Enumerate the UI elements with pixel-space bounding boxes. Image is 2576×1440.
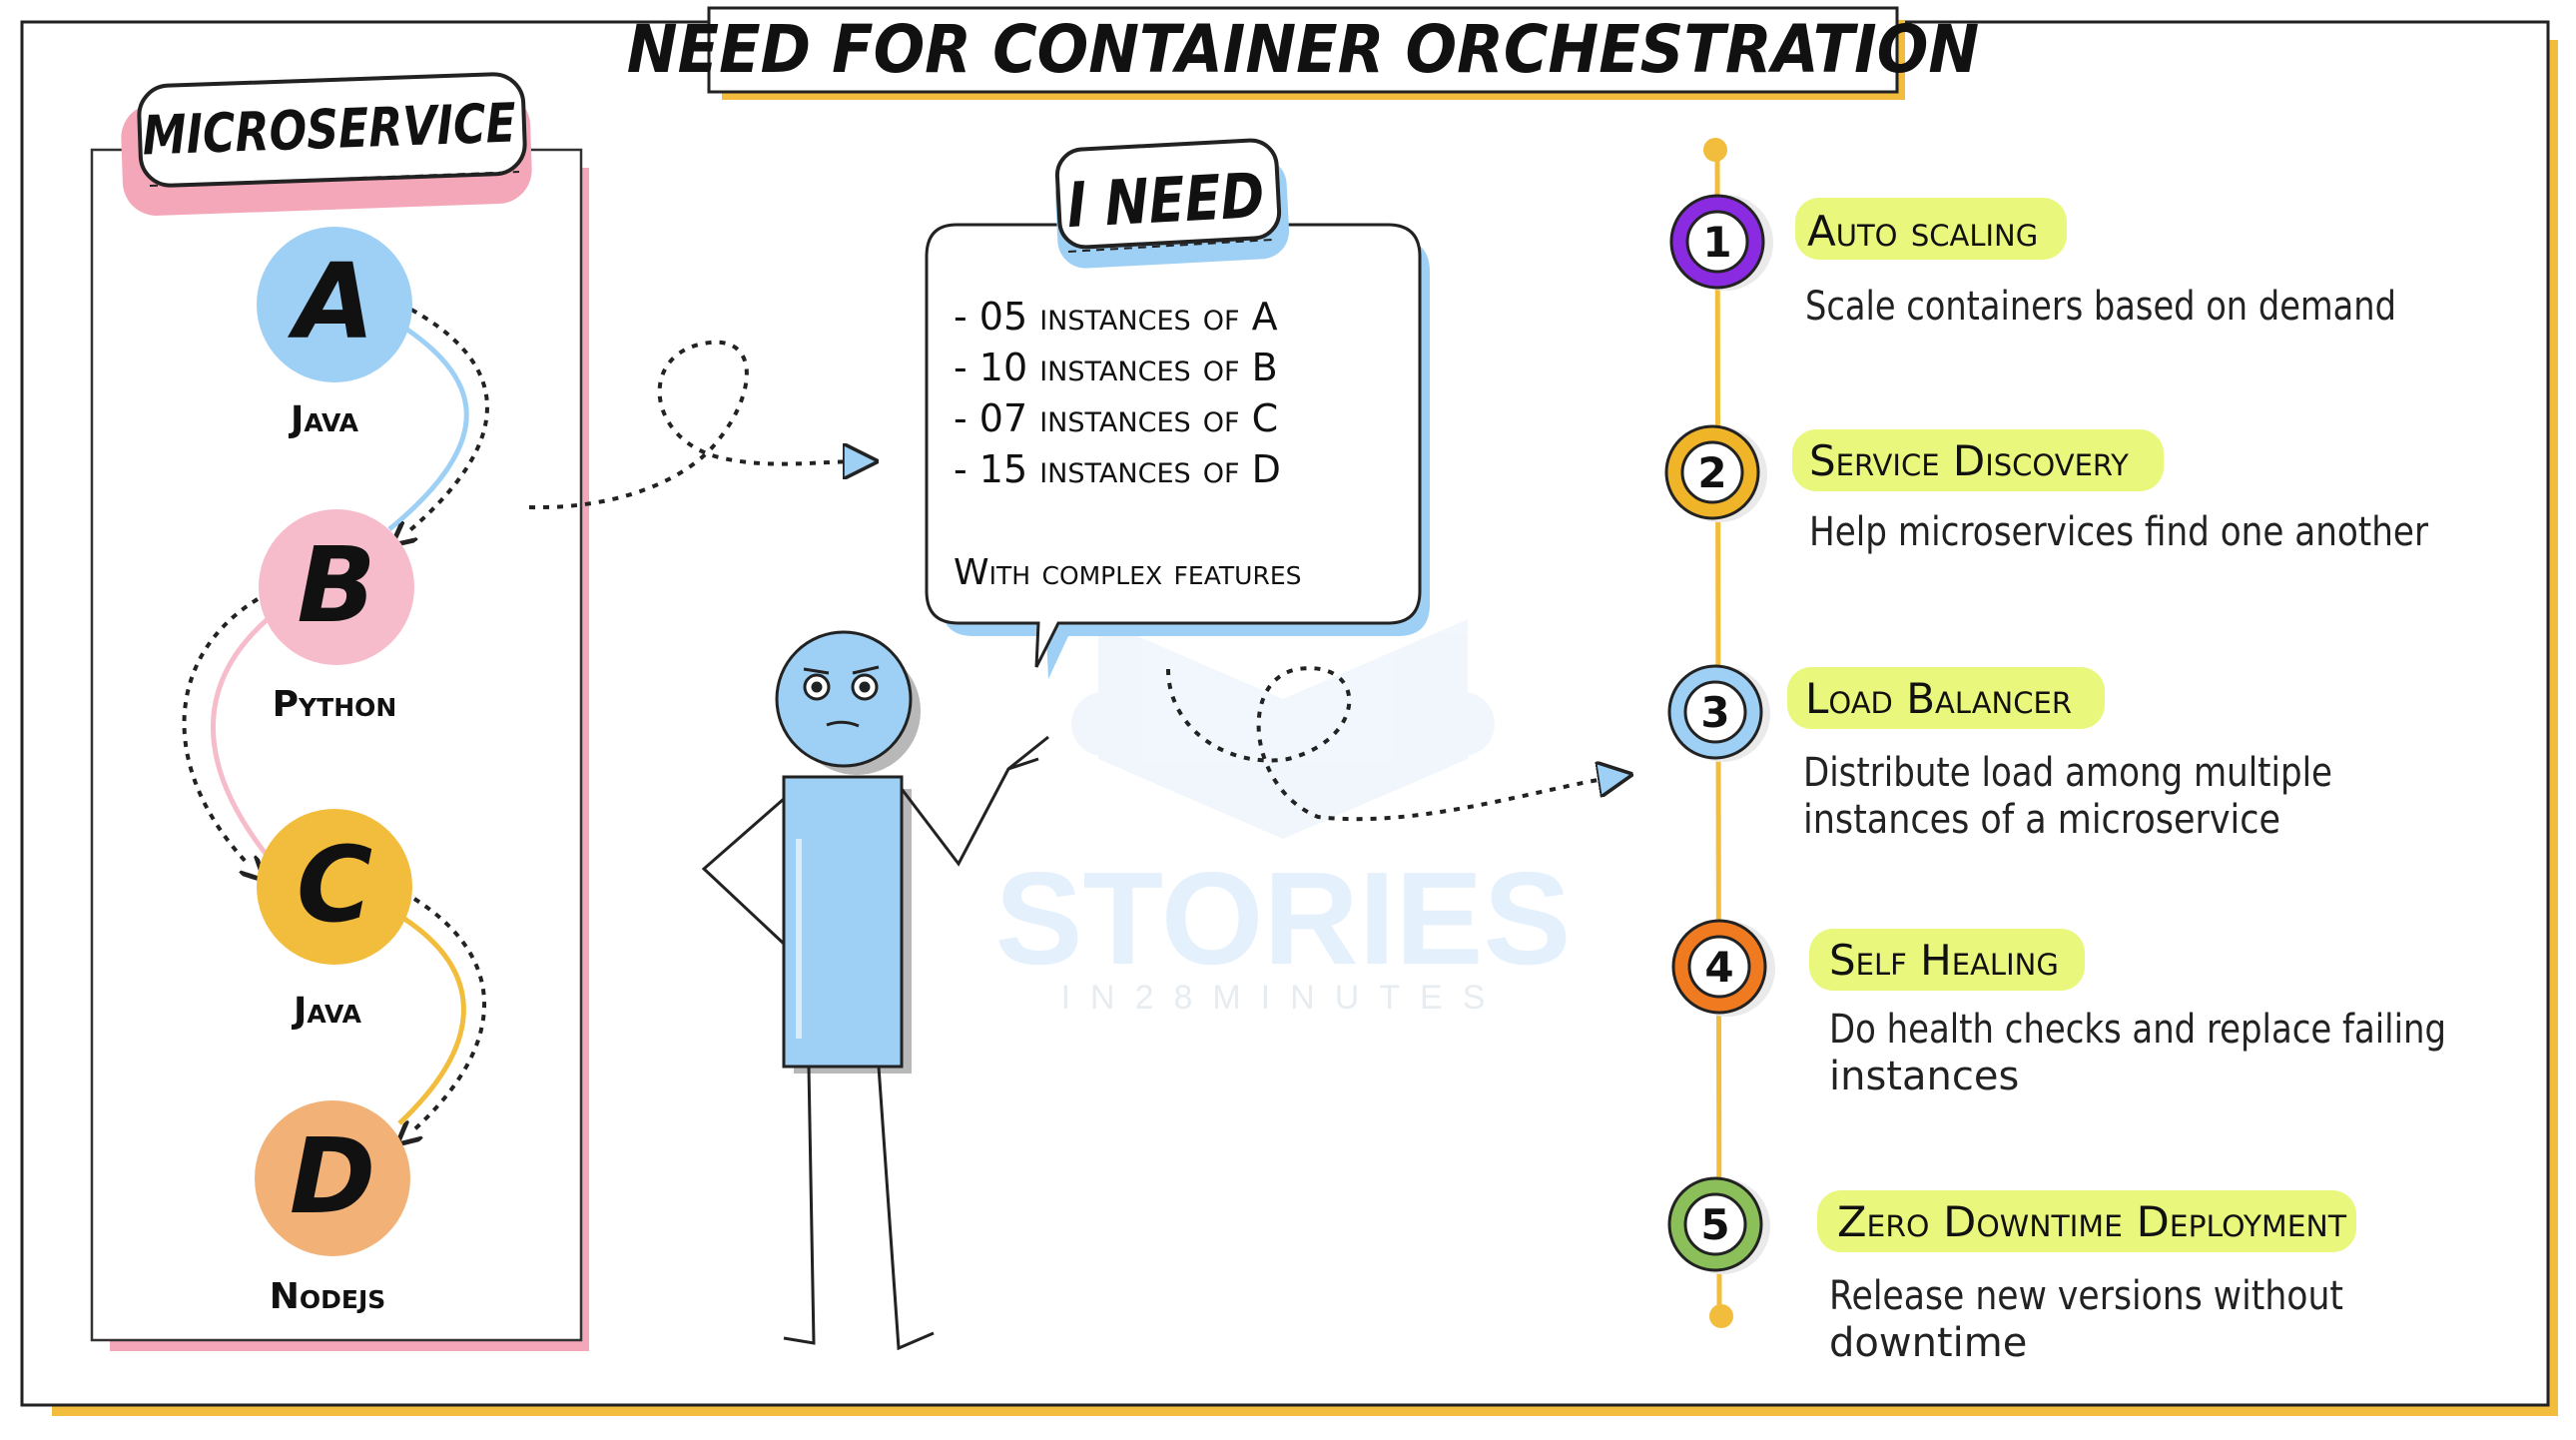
feature-4: 4 Self Healing Do health checks and repl… bbox=[1671, 919, 2446, 1099]
instance-list: - 05 instances of A - 10 instances of B … bbox=[954, 295, 1302, 593]
feature-2-description: Help microservices find one another bbox=[1809, 509, 2428, 555]
microservice-label-text: MICROSERVICE bbox=[141, 91, 517, 167]
service-a: A Java bbox=[257, 227, 412, 440]
feature-3-highlight bbox=[1787, 667, 2105, 729]
feature-4-description-line: instances bbox=[1829, 1054, 2019, 1099]
figure-body bbox=[782, 775, 904, 1069]
service-connectors bbox=[182, 308, 489, 1138]
feature-3: 3 Load Balancer Distribute load among mu… bbox=[1667, 664, 2332, 843]
feature-2-number: 2 bbox=[1697, 448, 1726, 497]
page-title: NEED FOR CONTAINER ORCHESTRATION bbox=[627, 11, 1979, 88]
feature-5-highlight bbox=[1817, 1190, 2356, 1252]
feature-1-number: 1 bbox=[1702, 218, 1731, 267]
service-a-circle bbox=[257, 227, 412, 382]
microservice-label: MICROSERVICE bbox=[121, 72, 532, 216]
service-b-language: Python bbox=[273, 684, 397, 725]
instance-line: - 07 instances of C bbox=[954, 396, 1278, 440]
service-d: D Nodejs bbox=[255, 1100, 410, 1317]
feature-2: 2 Service Discovery Help microservices f… bbox=[1664, 424, 2428, 555]
i-need-label: I NEED bbox=[1054, 138, 1290, 269]
feature-4-highlight bbox=[1809, 929, 2085, 991]
instance-line: - 15 instances of D bbox=[954, 447, 1281, 491]
service-d-circle bbox=[255, 1100, 410, 1256]
title-banner: NEED FOR CONTAINER ORCHESTRATION bbox=[627, 6, 1979, 100]
complex-features-text: With complex features bbox=[954, 552, 1302, 593]
service-d-language: Nodejs bbox=[270, 1276, 386, 1317]
feature-5-description-line: downtime bbox=[1829, 1320, 2027, 1366]
feature-1-description: Scale containers based on demand bbox=[1805, 284, 2396, 330]
loop-arrow-right bbox=[1166, 666, 1615, 822]
feature-1-highlight bbox=[1795, 198, 2067, 260]
feature-2-title: Service Discovery bbox=[1809, 436, 2129, 485]
loop-arrow-left bbox=[528, 340, 861, 510]
feature-3-title: Load Balancer bbox=[1805, 674, 2072, 723]
feature-1: 1 Auto scaling Scale containers based on… bbox=[1669, 194, 2396, 330]
feature-5-description-line: Release new versions without bbox=[1829, 1273, 2343, 1319]
feature-4-number: 4 bbox=[1704, 943, 1733, 992]
instance-line: - 05 instances of A bbox=[954, 295, 1278, 339]
stick-figure bbox=[701, 630, 1049, 1351]
service-c-letter: C bbox=[297, 824, 372, 946]
feature-2-highlight bbox=[1792, 429, 2164, 491]
feature-4-title: Self Healing bbox=[1829, 936, 2059, 985]
service-b-letter: B bbox=[297, 524, 375, 646]
feature-1-title: Auto scaling bbox=[1807, 207, 2038, 256]
feature-5: 5 Zero Downtime Deployment Release new v… bbox=[1667, 1176, 2356, 1366]
service-c-circle bbox=[257, 809, 412, 965]
service-c-language: Java bbox=[291, 991, 362, 1032]
instance-line: - 10 instances of B bbox=[954, 346, 1278, 389]
service-a-letter: A bbox=[288, 241, 375, 362]
i-need-label-text: I NEED bbox=[1065, 160, 1266, 242]
speech-bubble bbox=[925, 223, 1430, 679]
service-c: C Java bbox=[257, 809, 412, 1032]
service-a-language: Java bbox=[288, 399, 359, 440]
service-b-circle bbox=[259, 509, 414, 665]
watermark-sub: IN28MINUTES bbox=[1061, 979, 1506, 1017]
figure-head bbox=[775, 630, 913, 768]
feature-4-description-line: Do health checks and replace failing bbox=[1829, 1007, 2446, 1053]
feature-5-number: 5 bbox=[1700, 1200, 1729, 1249]
watermark: STORIES IN28MINUTES bbox=[994, 374, 1572, 1017]
watermark-name: STORIES bbox=[994, 845, 1571, 992]
service-d-letter: D bbox=[290, 1115, 375, 1237]
feature-3-description-line: Distribute load among multiple bbox=[1803, 750, 2332, 796]
feature-5-title: Zero Downtime Deployment bbox=[1837, 1197, 2346, 1246]
service-b: B Python bbox=[259, 509, 414, 725]
feature-3-number: 3 bbox=[1700, 688, 1729, 737]
feature-3-description-line: instances of a microservice bbox=[1803, 797, 2280, 843]
